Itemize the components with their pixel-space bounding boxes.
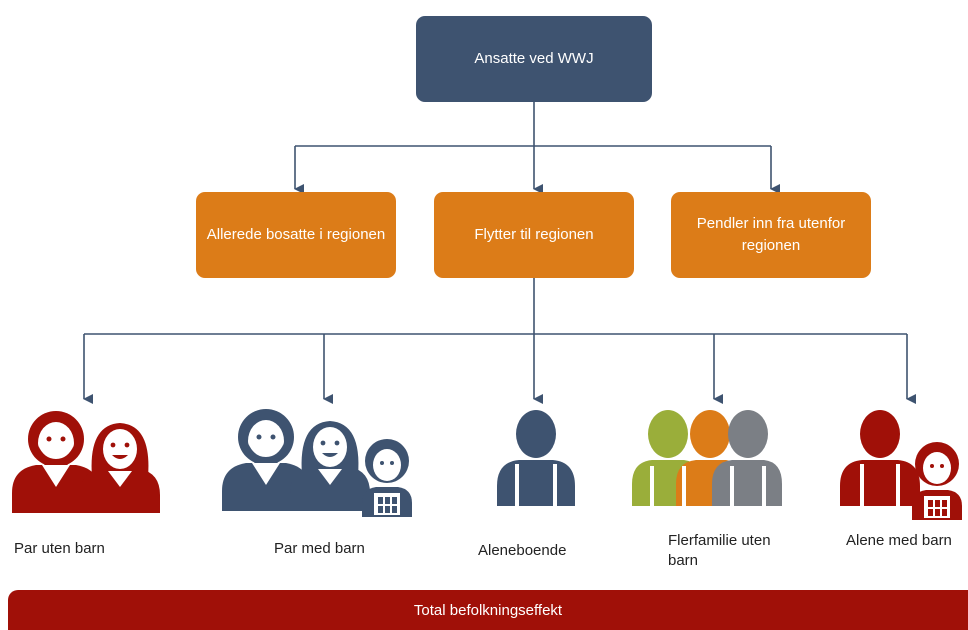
couple-icon (12, 411, 160, 513)
top-box: Ansatte ved WWJ (416, 16, 652, 102)
box-flytter-til-regionen: Flytter til regionen (434, 192, 634, 278)
label-aleneboende: Aleneboende (478, 542, 567, 559)
family-icon (222, 409, 412, 517)
label-alene-med-barn: Alene med barn (846, 532, 952, 549)
box-pendler-label: Pendler inn fra utenfor regionen (696, 215, 846, 254)
box-allerede-bosatte: Allerede bosatte i regionen (196, 192, 396, 278)
box-allerede-bosatte-label: Allerede bosatte i regionen (206, 226, 386, 243)
label-par-med-barn: Par med barn (274, 540, 365, 557)
group-icon (632, 410, 782, 506)
bottom-bar-label: Total befolkningseffekt (413, 601, 563, 619)
box-flytter-label: Flytter til regionen (474, 226, 594, 243)
top-box-label: Ansatte ved WWJ (474, 50, 594, 67)
label-flerfamilie-uten-barn: Flerfamilie uten barn (668, 532, 771, 569)
bottom-bar: Total befolkningseffekt (8, 590, 968, 630)
single-person-icon (497, 410, 575, 506)
box-pendler-inn: Pendler inn fra utenfor regionen (671, 192, 871, 278)
label-par-uten-barn: Par uten barn (14, 540, 105, 557)
single-parent-icon (840, 410, 962, 520)
